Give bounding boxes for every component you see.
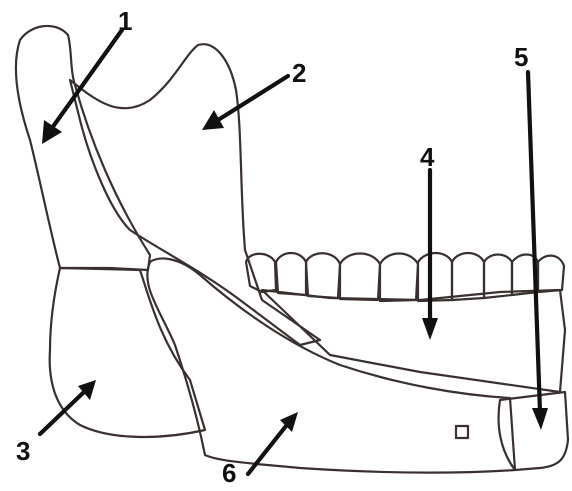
label-3: 3 [16,436,30,466]
region-5-symphysis [499,392,568,470]
mental-foramen [456,426,468,438]
label-6: 6 [222,458,236,488]
label-2: 2 [292,58,306,88]
label-5: 5 [514,42,528,72]
label-1: 1 [118,6,132,36]
region-2-ramus [70,44,320,345]
region-1-condyle [16,26,150,270]
label-4: 4 [420,142,435,172]
arrow-5 [528,72,548,430]
region-6-body [147,258,515,472]
arrow-3 [40,380,96,434]
region-4-alveolar [262,290,565,392]
region-3-angle [50,268,205,437]
teeth-row [246,253,564,301]
arrow-2 [202,76,288,130]
